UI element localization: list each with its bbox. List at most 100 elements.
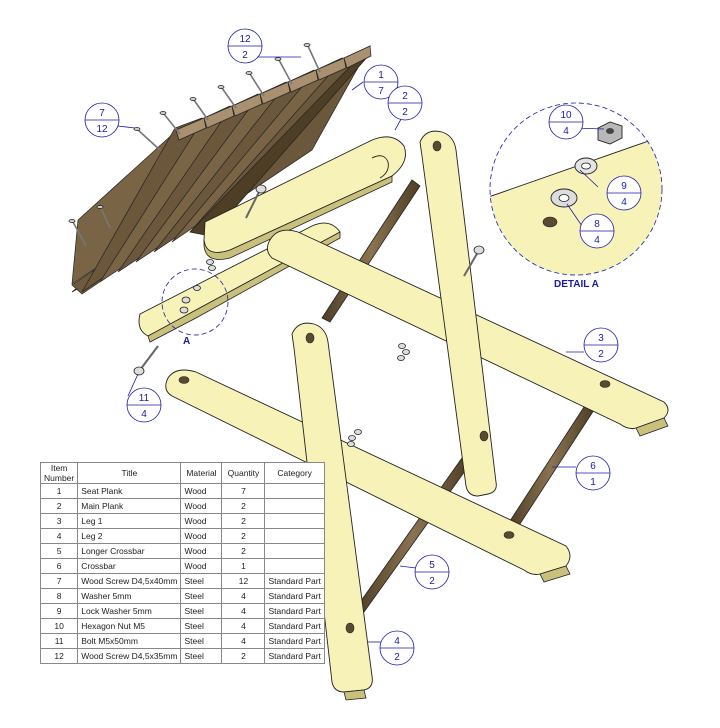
balloon-item-number: 2 bbox=[402, 91, 408, 102]
main-plank-upper bbox=[203, 136, 406, 260]
balloon-item-8: 84 bbox=[579, 213, 615, 249]
balloon-quantity: 2 bbox=[242, 50, 248, 61]
bom-cell-title: Seat Plank bbox=[77, 483, 182, 499]
balloon-quantity: 2 bbox=[429, 576, 435, 587]
hole bbox=[305, 332, 315, 344]
balloon-item-10: 104 bbox=[548, 104, 584, 140]
bom-cell-quantity: 4 bbox=[221, 588, 266, 604]
balloon-item-number: 7 bbox=[99, 108, 105, 119]
balloon-quantity: 4 bbox=[594, 235, 600, 246]
balloon-item-number: 5 bbox=[429, 560, 435, 571]
bom-cell-category bbox=[264, 543, 325, 559]
bom-cell-quantity: 4 bbox=[221, 603, 266, 619]
bom-cell-item: 5 bbox=[39, 543, 79, 559]
bom-cell-quantity: 2 bbox=[221, 543, 266, 559]
hole bbox=[479, 430, 489, 442]
bom-header-number: Number bbox=[44, 473, 75, 483]
hole bbox=[503, 531, 515, 539]
bom-cell-title: Main Plank bbox=[77, 498, 182, 514]
balloon-item-number: 10 bbox=[560, 110, 572, 121]
bom-cell-category: Standard Part bbox=[264, 648, 325, 664]
balloon-item-11: 114 bbox=[126, 387, 162, 423]
plank-end-face bbox=[203, 105, 235, 129]
bom-cell-item: 1 bbox=[39, 483, 79, 499]
wood-screw bbox=[159, 111, 181, 135]
balloon-item-number: 4 bbox=[394, 636, 400, 647]
balloon-item-number: 9 bbox=[621, 181, 627, 192]
bom-cell-material: Wood bbox=[180, 528, 223, 544]
bom-header-item-number: Item Number bbox=[39, 462, 79, 484]
balloon-quantity: 2 bbox=[394, 652, 400, 663]
bom-cell-quantity: 2 bbox=[221, 528, 266, 544]
hole bbox=[178, 376, 190, 384]
bom-cell-category: Standard Part bbox=[264, 633, 325, 649]
bom-cell-item: 11 bbox=[39, 633, 79, 649]
detail-hex-nut bbox=[597, 121, 623, 145]
bom-cell-material: Steel bbox=[180, 603, 223, 619]
bom-header-row: Item Number Title Material Quantity Cate… bbox=[39, 462, 325, 484]
detail-a-view: DETAIL A bbox=[489, 102, 663, 290]
bom-cell-item: 4 bbox=[39, 528, 79, 544]
bom-cell-item: 8 bbox=[39, 588, 79, 604]
balloon-item-1: 17 bbox=[363, 64, 399, 100]
balloon-quantity: 4 bbox=[621, 197, 627, 208]
bom-cell-category bbox=[264, 498, 325, 514]
bom-cell-material: Wood bbox=[180, 558, 223, 574]
bolt bbox=[133, 345, 159, 376]
bom-cell-quantity: 4 bbox=[221, 633, 266, 649]
bom-cell-quantity: 2 bbox=[221, 498, 266, 514]
bom-cell-material: Wood bbox=[180, 483, 223, 499]
bom-cell-quantity: 4 bbox=[221, 618, 266, 634]
bom-header-category: Category bbox=[264, 462, 325, 484]
bom-cell-title: Leg 1 bbox=[77, 513, 182, 529]
detail-a-label: DETAIL A bbox=[554, 279, 599, 290]
bom-cell-item: 10 bbox=[39, 618, 79, 634]
balloon-item-12: 122 bbox=[227, 28, 263, 64]
wood-screw bbox=[303, 43, 321, 73]
bom-cell-material: Steel bbox=[180, 573, 223, 589]
balloon-item-7: 712 bbox=[84, 102, 120, 138]
wood-screw bbox=[68, 219, 87, 247]
plank-end-face bbox=[259, 81, 291, 105]
bom-cell-material: Steel bbox=[180, 648, 223, 664]
bom-cell-item: 12 bbox=[39, 648, 79, 664]
bom-cell-item: 9 bbox=[39, 603, 79, 619]
detail-ref-label: A bbox=[183, 336, 190, 347]
balloon-item-number: 1 bbox=[378, 70, 384, 81]
wood-screw bbox=[245, 71, 265, 97]
balloon-quantity: 2 bbox=[598, 349, 604, 360]
bom-cell-item: 7 bbox=[39, 573, 79, 589]
bom-cell-quantity: 2 bbox=[221, 513, 266, 529]
balloon-quantity: 12 bbox=[96, 124, 108, 135]
seat-planks bbox=[71, 45, 372, 295]
wood-screw bbox=[133, 127, 161, 151]
balloon-item-number: 6 bbox=[590, 461, 596, 472]
balloon-item-5: 52 bbox=[414, 554, 450, 590]
bom-cell-item: 3 bbox=[39, 513, 79, 529]
bom-header-material: Material bbox=[180, 462, 223, 484]
balloon-item-3: 32 bbox=[583, 327, 619, 363]
bom-cell-category bbox=[264, 528, 325, 544]
balloon-item-number: 3 bbox=[598, 333, 604, 344]
bom-cell-category bbox=[264, 513, 325, 529]
balloon-item-number: 8 bbox=[594, 219, 600, 230]
balloon-item-2: 22 bbox=[387, 85, 423, 121]
hole bbox=[345, 622, 355, 634]
washer-stack bbox=[179, 259, 216, 314]
balloon-item-number: 12 bbox=[239, 34, 251, 45]
bom-cell-quantity: 1 bbox=[221, 558, 266, 574]
leg-2-left bbox=[291, 322, 373, 701]
wood-screw bbox=[217, 85, 237, 109]
detail-lock-washer bbox=[574, 157, 598, 175]
bom-cell-category: Standard Part bbox=[264, 603, 325, 619]
bom-cell-title: Wood Screw D4,5x40mm bbox=[77, 573, 182, 589]
bom-cell-category: Standard Part bbox=[264, 588, 325, 604]
balloon-quantity: 4 bbox=[563, 126, 569, 137]
